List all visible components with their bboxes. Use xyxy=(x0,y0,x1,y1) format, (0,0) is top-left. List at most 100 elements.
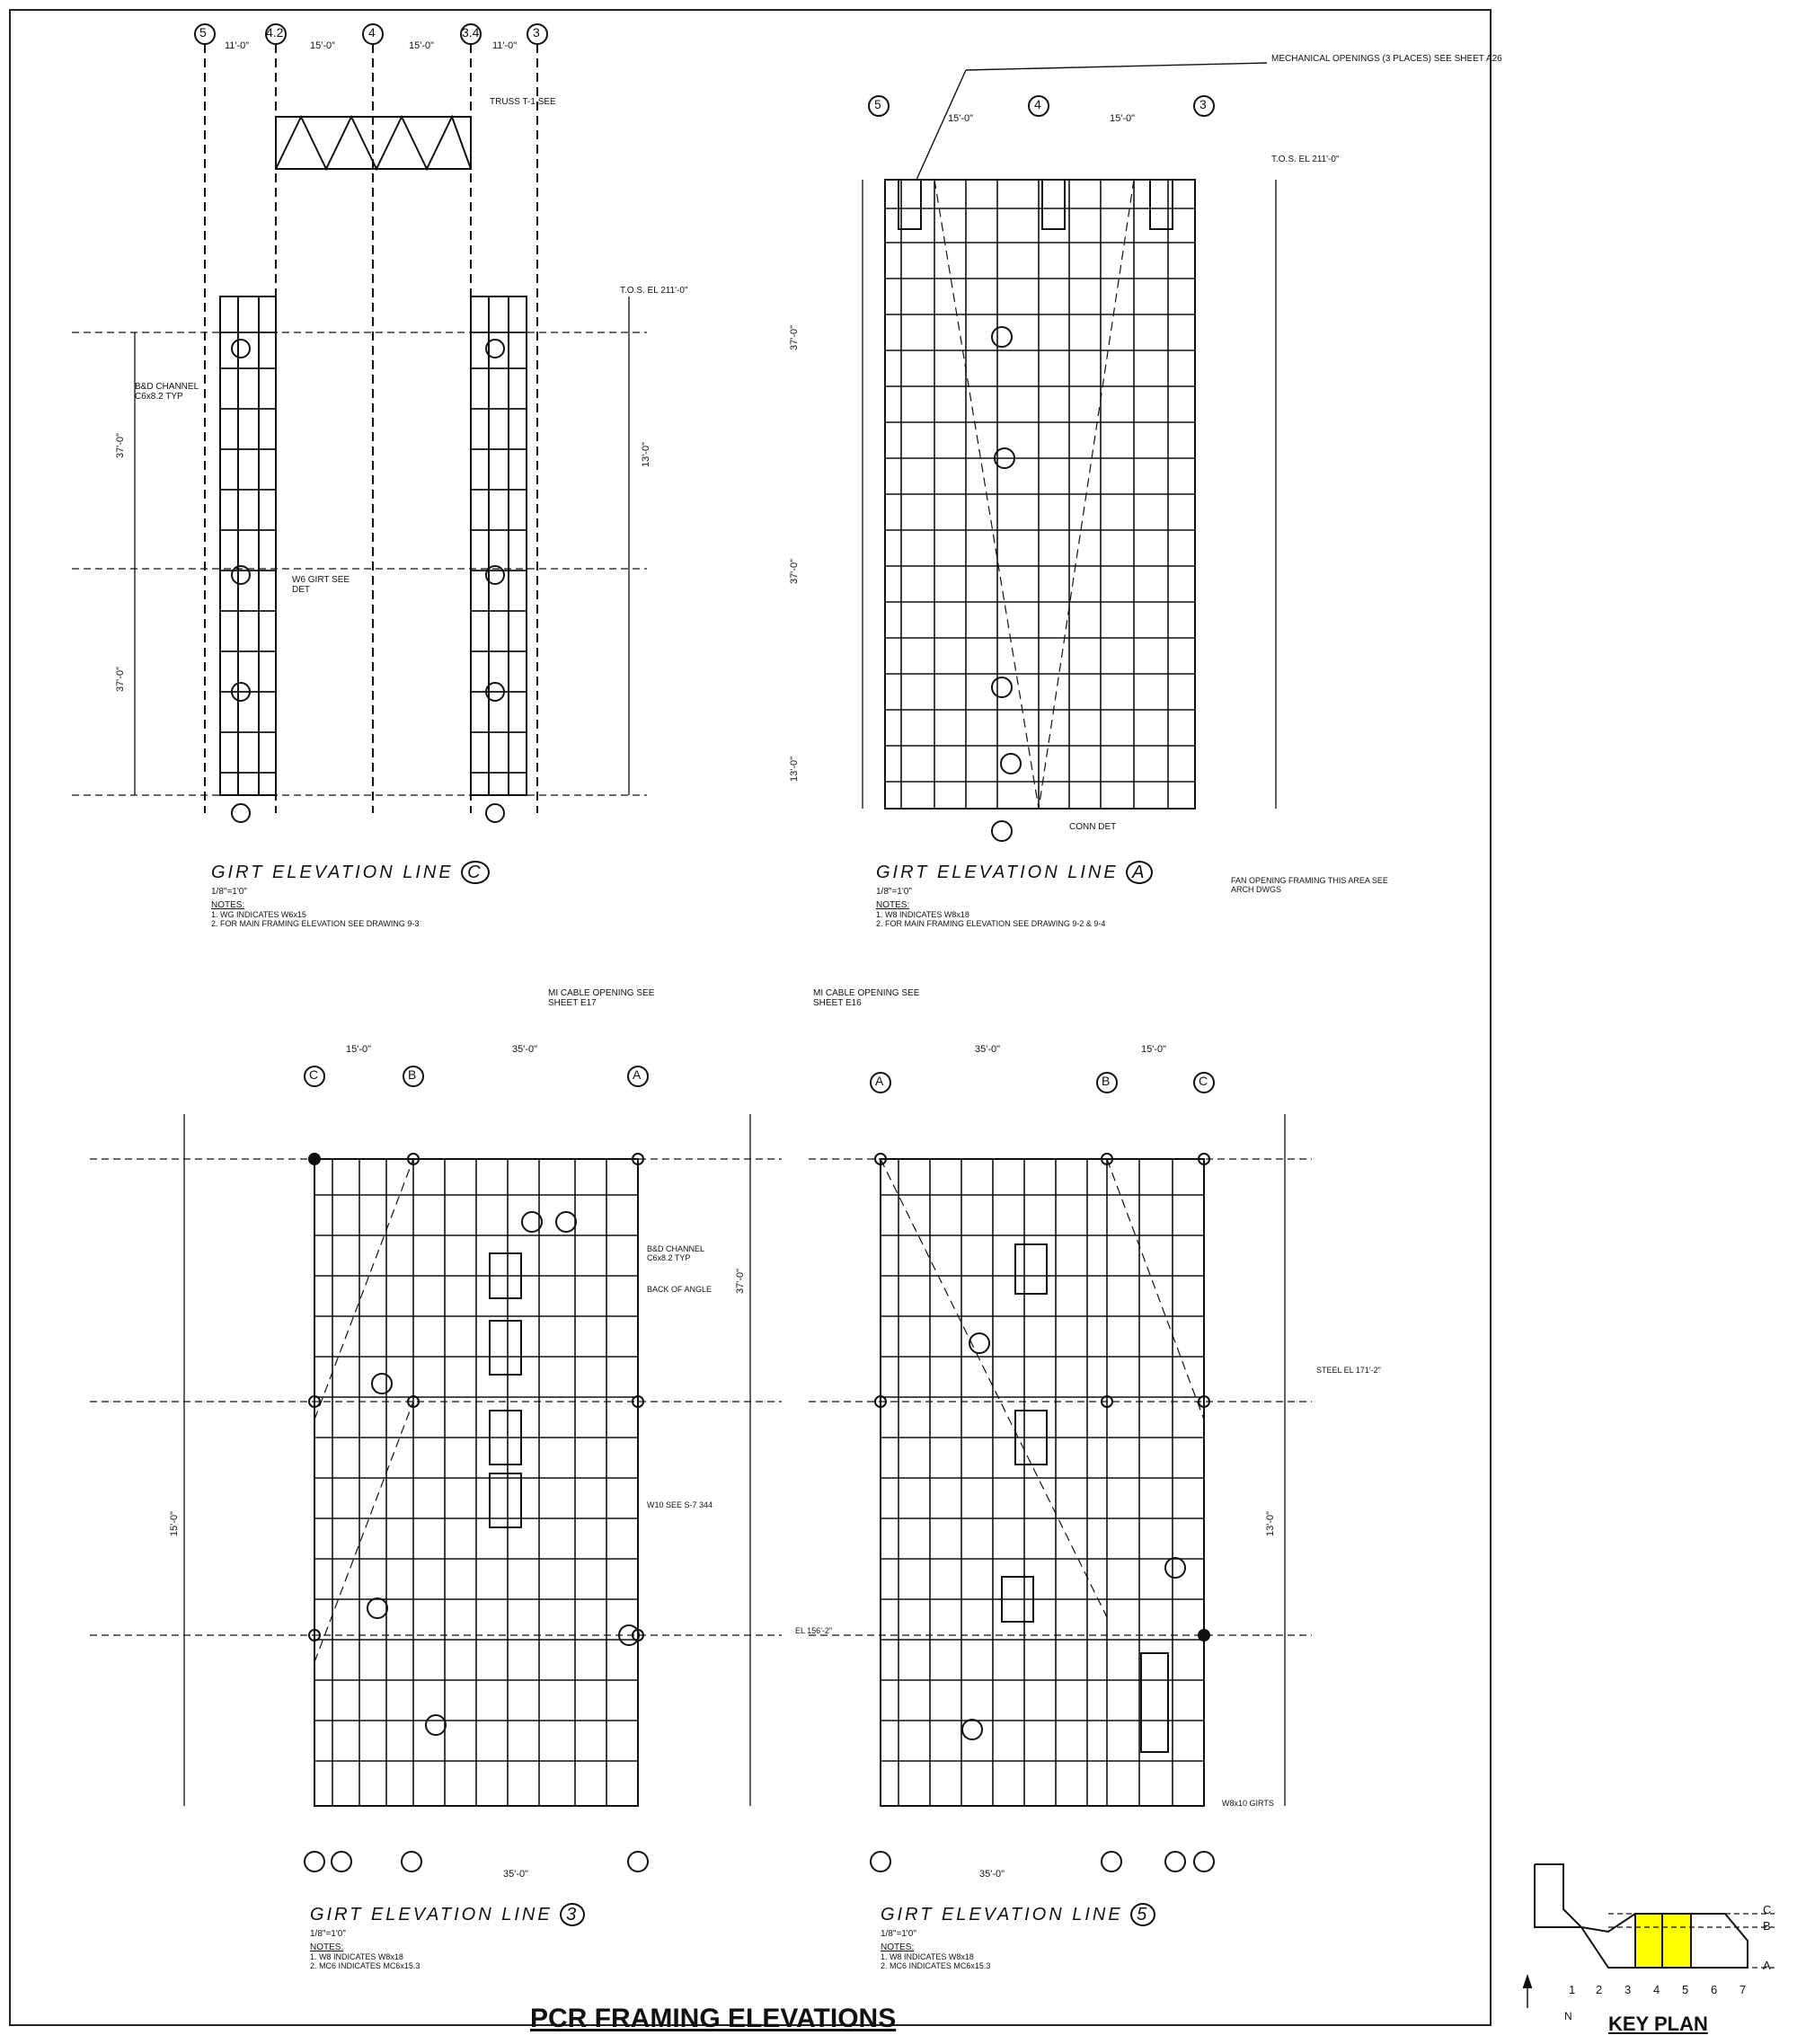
grid-label: 4 xyxy=(1034,97,1041,111)
key-plan-title: KEY PLAN xyxy=(1608,2013,1708,2035)
column-bay-right xyxy=(470,296,527,796)
grid-label: A xyxy=(633,1067,642,1082)
notes-header: NOTES: xyxy=(211,900,245,910)
dimension-text: 35'-0" xyxy=(975,1044,1001,1055)
elevation-title: GIRT ELEVATION LINE xyxy=(211,863,454,882)
callout-text: EL 156'-2" xyxy=(795,1626,833,1635)
grid-label: C xyxy=(1199,1074,1208,1088)
dimension-text: 37'-0" xyxy=(789,324,801,351)
dimension-text: 11'-0" xyxy=(492,40,518,51)
key-plan-column-label: 6 xyxy=(1711,1983,1718,1996)
note-line: 2. MC6 INDICATES MC6x15.3 xyxy=(310,1961,420,1970)
note-line: 1. W8 INDICATES W8x18 xyxy=(310,1952,403,1961)
dimension-text: 15'-0" xyxy=(310,40,336,51)
key-plan-row-label: C xyxy=(1763,1903,1772,1916)
dimension-text: 35'-0" xyxy=(979,1869,1005,1880)
elevation-scale: 1/8"=1'0" xyxy=(211,887,247,897)
dimension-text: 13'-0" xyxy=(789,756,801,783)
dimension-text: 15'-0" xyxy=(1141,1044,1167,1055)
key-plan xyxy=(1522,1863,1775,2008)
elevation-scale: 1/8"=1'0" xyxy=(881,1929,916,1939)
elevation-title: GIRT ELEVATION LINE xyxy=(310,1905,553,1925)
key-plan-column-label: 4 xyxy=(1653,1983,1660,1996)
dimension-text: 15'-0" xyxy=(169,1510,181,1537)
note-line: 1. W8 INDICATES W8x18 xyxy=(876,910,969,919)
grid-label: C xyxy=(309,1067,319,1082)
dimension-text: 37'-0" xyxy=(789,558,801,585)
dimension-text: 13'-0" xyxy=(1265,1510,1277,1537)
elevation-girt-line-5 xyxy=(809,1072,1312,1872)
elevation-scale: 1/8"=1'0" xyxy=(876,887,912,897)
elevation-title: GIRT ELEVATION LINE xyxy=(876,863,1119,882)
grid-label: 3.4 xyxy=(462,25,480,40)
elevation-girt-line-c xyxy=(72,23,647,823)
notes-header: NOTES: xyxy=(876,900,910,910)
elevation-line-bubble: A xyxy=(1126,861,1154,884)
callout-text: T.O.S. EL 211'-0" xyxy=(620,286,688,296)
elevation-title: GIRT ELEVATION LINE xyxy=(881,1905,1123,1925)
columns-3 xyxy=(332,1159,607,1806)
dimension-text: 37'-0" xyxy=(115,666,127,693)
callout-text: FAN OPENING FRAMING THIS AREA SEE ARCH D… xyxy=(1231,876,1388,894)
grid-label: B xyxy=(408,1067,417,1082)
key-plan-highlight-3 xyxy=(1634,1913,1663,1969)
key-plan-column-label: 2 xyxy=(1596,1983,1603,1996)
grid-label: A xyxy=(875,1074,884,1088)
elevation-5-title-block: GIRT ELEVATION LINE 5 1/8"=1'0" NOTES: 1… xyxy=(881,1903,1156,1970)
callout-text: MI CABLE OPENING SEE SHEET E16 xyxy=(813,988,920,1008)
sheet-title: PCR FRAMING ELEVATIONS xyxy=(530,2004,897,2033)
notes-header: NOTES: xyxy=(310,1942,344,1952)
key-plan-column-label: 3 xyxy=(1624,1983,1632,1996)
columns-a xyxy=(900,180,1169,809)
elevation-line-bubble: 3 xyxy=(560,1903,586,1926)
grid-bubbles-c xyxy=(194,23,548,813)
grid-label: B xyxy=(1102,1074,1111,1088)
notes-header: NOTES: xyxy=(881,1942,915,1952)
key-plan-column-label: 1 xyxy=(1569,1983,1576,1996)
dimension-text: 35'-0" xyxy=(503,1869,529,1880)
dimension-text: 15'-0" xyxy=(346,1044,372,1055)
note-line: 1. W8 INDICATES W8x18 xyxy=(881,1952,974,1961)
note-line: 2. FOR MAIN FRAMING ELEVATION SEE DRAWIN… xyxy=(876,919,1106,928)
girts-a xyxy=(885,208,1195,783)
key-plan-highlight-4 xyxy=(1661,1913,1692,1969)
dimension-text: 11'-0" xyxy=(225,40,250,51)
elevation-c-title-block: GIRT ELEVATION LINE C 1/8"=1'0" NOTES: 1… xyxy=(211,861,490,928)
elevation-a-title-block: GIRT ELEVATION LINE A 1/8"=1'0" NOTES: 1… xyxy=(876,861,1154,928)
grid-label: 5 xyxy=(199,25,207,40)
key-plan-row-label: A xyxy=(1763,1959,1771,1972)
callout-text: W8x10 GIRTS xyxy=(1222,1799,1274,1808)
callout-text: CONN DET xyxy=(1069,822,1117,832)
elevation-girt-line-3 xyxy=(90,1066,782,1872)
dimension-text: 15'-0" xyxy=(1110,113,1136,124)
elevation-3-title-block: GIRT ELEVATION LINE 3 1/8"=1'0" NOTES: 1… xyxy=(310,1903,586,1970)
dimension-text: 15'-0" xyxy=(409,40,435,51)
columns-5 xyxy=(898,1159,1173,1806)
girts-5 xyxy=(881,1194,1204,1762)
dimension-text: 15'-0" xyxy=(948,113,974,124)
callout-text: BACK OF ANGLE xyxy=(647,1285,713,1294)
dimension-text: 37'-0" xyxy=(115,432,127,459)
dimension-text: 13'-0" xyxy=(641,441,652,468)
elevation-scale: 1/8"=1'0" xyxy=(310,1929,346,1939)
grid-label: 5 xyxy=(874,97,881,111)
dimension-text: 37'-0" xyxy=(735,1268,747,1295)
grid-label: 4.2 xyxy=(266,25,284,40)
callout-text: TRUSS T-1 SEE xyxy=(490,97,556,107)
key-plan-north-label: N xyxy=(1564,2010,1572,2022)
truss-t1 xyxy=(275,114,472,172)
elevation-line-bubble: 5 xyxy=(1130,1903,1156,1926)
key-plan-row-label: B xyxy=(1763,1919,1771,1933)
grid-label: 3 xyxy=(533,25,540,40)
column-bay-left xyxy=(219,296,277,796)
note-line: 2. MC6 INDICATES MC6x15.3 xyxy=(881,1961,991,1970)
callout-text: W10 SEE S-7 344 xyxy=(647,1500,713,1509)
grid-label: 4 xyxy=(368,25,376,40)
callout-text: STEEL EL 171'-2" xyxy=(1316,1366,1381,1375)
callout-text: W6 GIRT SEE DET xyxy=(292,575,350,595)
drawing-sheet-border xyxy=(9,9,1492,2026)
callout-text: MECHANICAL OPENINGS (3 PLACES) SEE SHEET… xyxy=(1271,54,1502,64)
grid-label: 3 xyxy=(1199,97,1207,111)
callout-text: B&D CHANNEL C6x8.2 TYP xyxy=(135,382,199,402)
